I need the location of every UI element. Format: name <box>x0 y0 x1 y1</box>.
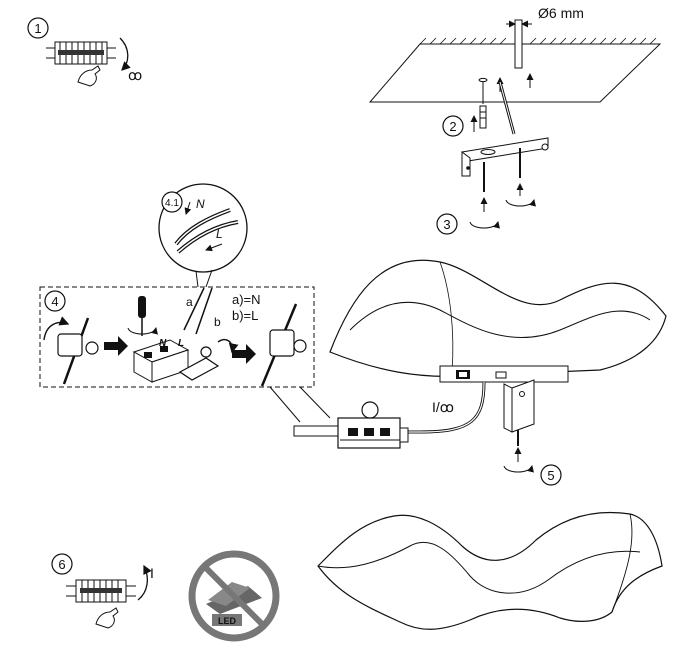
screwdriver-icon <box>127 296 158 336</box>
terminal-block-icon: N L <box>132 338 190 383</box>
drill-bit-icon <box>514 19 523 69</box>
step-4-1-wire-detail: 4.1 N L <box>158 183 248 288</box>
wire-legend-a: a)=N <box>232 292 261 307</box>
step-1-breaker-off: 1 ꝏ <box>27 17 142 87</box>
mounting-bracket-icon <box>461 137 549 177</box>
right-arrow-icon <box>232 344 256 364</box>
connector-closed-icon <box>57 317 99 385</box>
rotate-arrow-icon <box>503 465 534 473</box>
rotate-arrow-icon <box>43 316 70 341</box>
step-6-number: 6 <box>58 557 65 572</box>
breaker-panel-icon <box>46 41 116 65</box>
step-6-breaker-on: 6 I <box>51 553 154 629</box>
connector-closed-icon <box>260 303 307 387</box>
rotate-arrow-icon <box>137 564 152 601</box>
ceiling-plane <box>368 43 662 103</box>
step-2-number: 2 <box>449 119 456 134</box>
wire-b-label: b <box>214 315 221 329</box>
rotate-arrow-icon <box>119 37 131 71</box>
switch-toggle-label: I/ꝏ <box>432 399 454 415</box>
mounting-bracket-icon <box>503 379 535 446</box>
no-dimming-led-sign: LED <box>188 550 280 642</box>
step-4-number: 4 <box>51 294 58 309</box>
hammer-icon <box>498 81 516 135</box>
rotate-arrow-icon <box>469 221 500 229</box>
wire-a-label: a <box>186 295 193 309</box>
step-5-number: 5 <box>547 468 554 483</box>
step-1-number: 1 <box>34 21 41 36</box>
terminal-n-label: N <box>159 338 167 349</box>
on-symbol: I <box>150 565 154 581</box>
wire-n-label: N <box>196 197 205 211</box>
off-symbol: ꝏ <box>128 67 142 83</box>
step-3-number: 3 <box>443 217 450 232</box>
terminal-l-label: L <box>178 338 184 349</box>
rotate-arrow-icon <box>217 338 239 354</box>
power-switch-icon <box>456 370 470 379</box>
connector-cover-icon <box>178 346 220 381</box>
step-4-connection-panel: 4 N L <box>39 286 331 423</box>
right-arrow-icon <box>104 336 128 356</box>
step-4-1-number: 4.1 <box>165 198 179 209</box>
wall-plug-icon <box>478 77 488 129</box>
wire-l-label: L <box>216 227 223 241</box>
wire-legend-b: b)=L <box>232 308 258 323</box>
hand-icon <box>95 607 119 629</box>
rotate-arrow-icon <box>505 199 536 207</box>
lamp-shade-mounted: I/ꝏ 5 <box>329 259 667 486</box>
terminal-connector-assembled <box>293 401 409 449</box>
drill-diameter-label: Ø6 mm <box>538 5 584 21</box>
breaker-panel-icon <box>66 579 136 603</box>
ceiling-mounting: Ø6 mm 2 3 <box>368 5 662 235</box>
hand-icon <box>77 65 101 87</box>
lamp-shade-final <box>317 511 663 630</box>
led-badge-label: LED <box>218 616 237 626</box>
screw-icon <box>483 143 549 192</box>
